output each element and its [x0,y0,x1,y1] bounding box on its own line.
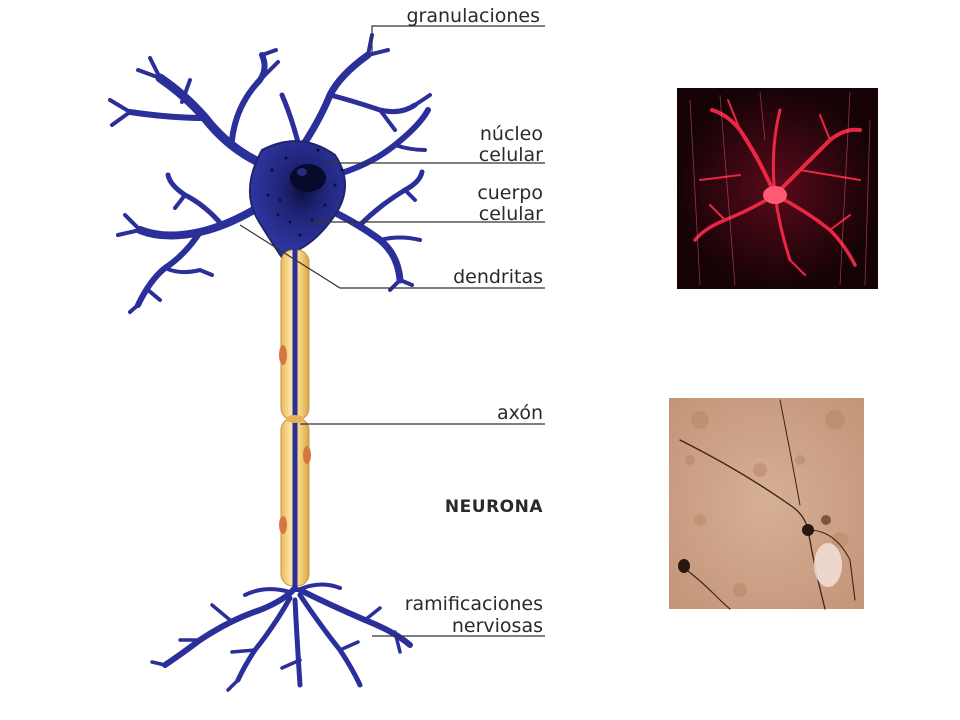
label-cuerpo-line2: celular [479,203,543,225]
axon [279,248,311,592]
cell-body [248,140,346,263]
neuron-illustration [108,33,432,692]
labels: granulaciones núcleo celular cuerpo celu… [405,5,543,637]
diagram-title: NEURONA [445,497,543,517]
label-ramificaciones-line2: nerviosas [452,615,543,637]
label-granulaciones: granulaciones [406,5,540,27]
label-cuerpo-line1: cuerpo [477,182,543,204]
fluorescence-micrograph [677,88,878,289]
granulations [266,148,344,237]
nerve-terminals [150,582,413,692]
cell-nucleus [290,164,326,192]
label-axon: axón [497,402,543,424]
label-ramificaciones-line1: ramificaciones [405,593,543,615]
label-dendritas: dendritas [453,266,543,288]
stained-micrograph [669,398,864,610]
leader-lines [239,25,545,637]
label-nucleo-line2: celular [479,144,543,166]
dendrites [108,33,432,314]
label-nucleo-line1: núcleo [480,123,543,145]
